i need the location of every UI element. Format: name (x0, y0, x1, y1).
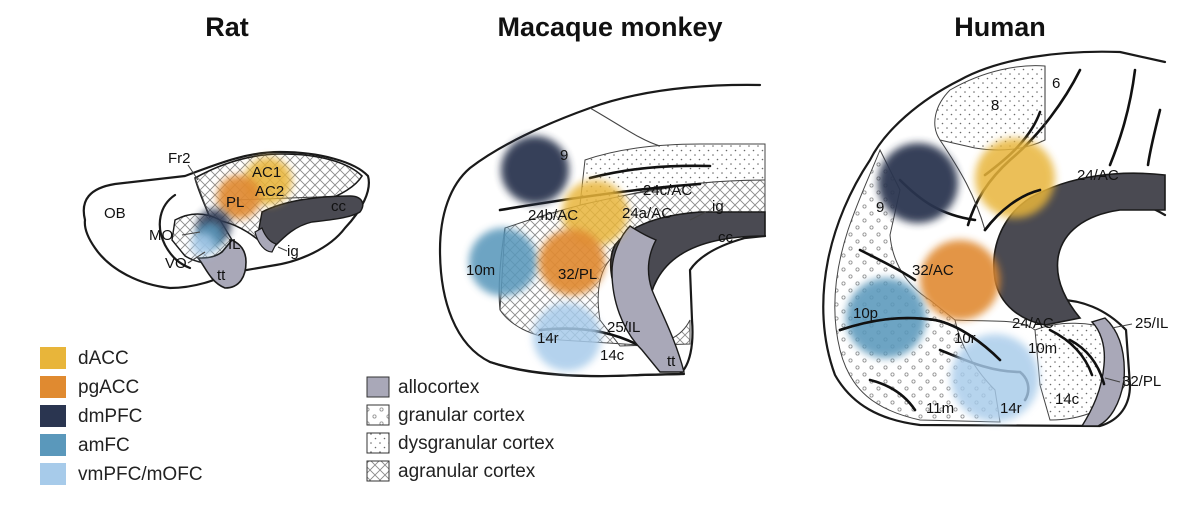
rat-label-pl: PL (226, 194, 244, 211)
rat-brain: Fr2 AC1 AC2 PL OB MO IL VO tt ig cc (84, 150, 369, 288)
panel-title-human: Human (954, 12, 1046, 42)
legend-label-amfc: amFC (78, 435, 130, 456)
human-label-24ac-top: 24/AC (1077, 167, 1119, 184)
human-brain: 6 8 9 24/AC 32/AC 10p 10r 24/AC 10m 25/I… (823, 52, 1168, 426)
rat-label-il: IL (228, 236, 241, 253)
legend-label-allocortex: allocortex (398, 377, 480, 398)
macaque-label-24bac: 24b/AC (528, 207, 578, 224)
rat-label-ac2: AC2 (255, 183, 284, 200)
macaque-label-24cac: 24c/AC (643, 182, 692, 199)
human-label-9: 9 (876, 199, 884, 216)
legend-label-agranular: agranular cortex (398, 461, 536, 482)
human-dysgranular-cortex (935, 66, 1045, 150)
rat-label-fr2: Fr2 (168, 150, 191, 167)
legend-label-granular: granular cortex (398, 405, 525, 426)
legend-cortex: allocortex granular cortex dysgranular c… (367, 377, 555, 482)
human-label-11m: 11m (926, 400, 954, 417)
legend-label-dmpfc: dmPFC (78, 406, 142, 427)
legend-swatch-vmpfc (40, 463, 66, 485)
rat-label-cc: cc (331, 198, 347, 215)
human-dmPFC-region (878, 143, 958, 223)
legend-swatch-amfc (40, 434, 66, 456)
human-label-25il: 25/IL (1135, 315, 1168, 332)
rat-label-vo: VO (165, 255, 187, 272)
human-label-6: 6 (1052, 75, 1060, 92)
human-label-10p: 10p (853, 305, 878, 322)
human-label-10r: 10r (954, 330, 976, 347)
legend-regions: dACC pgACC dmPFC amFC vmPFC/mOFC (40, 347, 203, 485)
legend-swatch-dysgranular (367, 433, 389, 453)
human-label-14c: 14c (1055, 391, 1080, 408)
macaque-label-25il: 25/IL (607, 319, 640, 336)
legend-label-dacc: dACC (78, 348, 129, 369)
human-label-10m: 10m (1028, 340, 1057, 357)
rat-ig-leader (278, 247, 287, 251)
legend-label-dysgranular: dysgranular cortex (398, 433, 555, 454)
macaque-dmPFC-region (501, 136, 569, 204)
human-label-8: 8 (991, 97, 999, 114)
human-sulcus-4 (1148, 110, 1160, 165)
human-label-24ac-low: 24/AC (1012, 315, 1054, 332)
macaque-label-32pl: 32/PL (558, 266, 597, 283)
macaque-label-tt: tt (667, 353, 676, 370)
human-vmPFC-region (951, 334, 1039, 422)
legend-swatch-allocortex (367, 377, 389, 397)
macaque-pgACC-region (539, 229, 605, 295)
macaque-boundary-a (590, 108, 660, 146)
legend-swatch-dacc (40, 347, 66, 369)
human-dACC-region (975, 138, 1055, 218)
macaque-label-24aac: 24a/AC (622, 205, 672, 222)
macaque-label-cc: cc (718, 229, 734, 246)
legend-label-vmpfc: vmPFC/mOFC (78, 464, 203, 485)
human-label-32ac: 32/AC (912, 262, 954, 279)
legend-swatch-dmpfc (40, 405, 66, 427)
human-pgACC-region (920, 240, 1000, 320)
legend-label-pgacc: pgACC (78, 377, 139, 398)
macaque-label-14r: 14r (537, 330, 559, 347)
macaque-label-10m: 10m (466, 262, 495, 279)
legend-swatch-granular (367, 405, 389, 425)
rat-label-mo: MO (149, 227, 173, 244)
macaque-brain: 9 24c/AC 24b/AC 24a/AC ig cc 10m 32/PL 1… (440, 85, 765, 376)
human-sulcus-3 (1110, 70, 1135, 165)
panel-title-rat: Rat (205, 12, 249, 42)
macaque-label-9: 9 (560, 147, 568, 164)
rat-label-ac1: AC1 (252, 164, 281, 181)
human-label-32pl: 32/PL (1122, 373, 1161, 390)
legend-swatch-pgacc (40, 376, 66, 398)
rat-label-ig: ig (287, 243, 299, 260)
rat-label-tt: tt (217, 267, 226, 284)
human-label-14r: 14r (1000, 400, 1022, 417)
panel-title-macaque: Macaque monkey (497, 12, 722, 42)
legend-swatch-agranular (367, 461, 389, 481)
macaque-label-14c: 14c (600, 347, 625, 364)
macaque-label-ig: ig (712, 198, 724, 215)
rat-label-ob: OB (104, 205, 126, 222)
